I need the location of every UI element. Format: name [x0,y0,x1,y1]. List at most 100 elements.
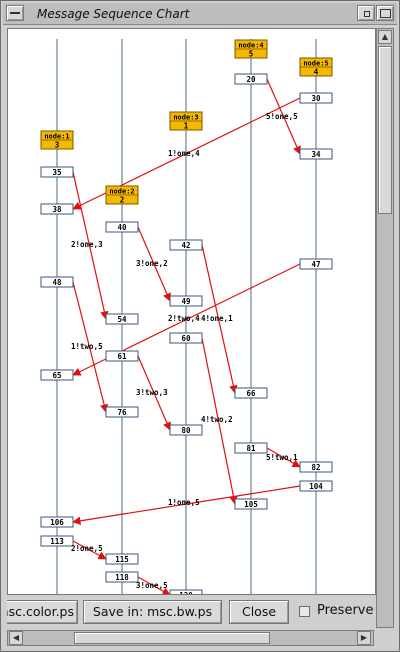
message-label: 2!one,5 [71,544,103,553]
scroll-right-icon[interactable]: ▶ [357,631,371,645]
message-arrow [137,576,171,594]
horizontal-scrollbar[interactable]: ◀ ▶ [7,630,374,646]
message-arrow [201,244,238,394]
event-number: 76 [117,408,127,417]
event-box: 40 [105,221,139,233]
vertical-scrollbar[interactable]: ▲ [376,28,394,628]
save-color-button[interactable]: Save in: msc.color.ps [7,600,78,624]
window-menu-icon[interactable] [6,5,24,21]
minimize-icon[interactable] [357,5,375,21]
save-bw-button[interactable]: Save in: msc.bw.ps [83,600,222,624]
node-label: node:1 [44,133,69,141]
event-number: 115 [115,555,129,564]
event-number: 34 [311,150,321,159]
message-label: 5!one,5 [266,112,298,121]
preserve-checkbox[interactable] [299,606,310,617]
preserve-label: Preserve [317,603,374,618]
event-box: 105 [234,498,268,510]
sequence-chart: node:13 node:22 node:31 node:45 node:54 20 30… [40,39,333,594]
vertical-scroll-thumb[interactable] [378,46,392,214]
event-box: 115 [105,553,139,565]
title-bar[interactable]: Message Sequence Chart [3,3,397,25]
event-number: 118 [115,573,129,582]
event-box: 104 [299,480,333,492]
node-id: 1 [184,122,189,131]
node-header: node:31 [169,111,203,131]
message-label: 5!two,1 [266,453,298,462]
node-header: node:22 [105,185,139,205]
event-number: 47 [311,260,320,269]
event-box: 38 [40,203,74,215]
message-arrow [72,281,109,413]
message-arrow [137,226,171,302]
node-header: node:45 [234,39,268,59]
event-box: 30 [299,92,333,104]
node-label: node:2 [109,188,134,196]
message-label: 3!one,2 [136,259,168,268]
window-title: Message Sequence Chart [37,7,190,21]
event-number: 40 [117,223,127,232]
scroll-left-icon[interactable]: ◀ [9,631,23,645]
node-id: 5 [249,50,254,59]
event-box: 80 [169,424,203,436]
close-button[interactable]: Close [229,600,289,624]
node-id: 2 [120,196,125,205]
message-label: 2!two,4 [168,314,200,323]
event-number: 120 [179,591,193,594]
event-number: 60 [181,334,191,343]
message-arrow [72,485,301,525]
event-number: 104 [309,482,323,491]
event-box: 47 [299,258,333,270]
node-id: 3 [55,141,60,150]
message-arrow [72,171,109,320]
event-number: 35 [52,168,61,177]
event-box: 106 [40,516,74,528]
event-box: 81 [234,442,268,454]
node-label: node:5 [303,60,328,68]
node-label: node:3 [173,114,198,122]
message-label: 3!two,3 [136,388,168,397]
message-label: 2!one,3 [71,240,103,249]
event-box: 61 [105,350,139,362]
event-box: 60 [169,332,203,344]
event-box: 42 [169,239,203,251]
maximize-icon[interactable] [376,5,394,21]
event-box: 118 [105,571,139,583]
message-arrow [266,447,301,468]
event-box: 48 [40,276,74,288]
button-row: Save in: msc.color.ps Save in: msc.bw.ps… [7,597,374,627]
event-box: 65 [40,369,74,381]
node-id: 4 [314,68,319,77]
event-box: 20 [234,73,268,85]
event-number: 30 [311,94,321,103]
message-arrow [201,337,238,505]
event-box: 66 [234,387,268,399]
event-box: 76 [105,406,139,418]
event-number: 81 [246,444,256,453]
event-box: 113 [40,535,74,547]
event-number: 82 [311,463,320,472]
event-number: 61 [117,352,127,361]
horizontal-scroll-thumb[interactable] [74,632,270,644]
event-number: 65 [52,371,61,380]
event-box: 34 [299,148,333,160]
event-box: 82 [299,461,333,473]
event-number: 105 [244,500,258,509]
node-header: node:13 [40,130,74,150]
event-number: 54 [117,315,127,324]
message-label: 1!two,5 [71,342,103,351]
message-label: 4!one,1 [201,314,233,323]
message-label: 3!one,5 [136,581,168,590]
node-label: node:4 [238,42,263,50]
event-number: 66 [246,389,256,398]
scroll-up-icon[interactable]: ▲ [378,30,392,44]
message-label: 1!one,5 [168,498,200,507]
message-label: 4!two,2 [201,415,233,424]
event-box: 49 [169,295,203,307]
event-number: 42 [181,241,190,250]
node-header: node:54 [299,57,333,77]
event-number: 80 [181,426,191,435]
event-number: 20 [246,75,256,84]
